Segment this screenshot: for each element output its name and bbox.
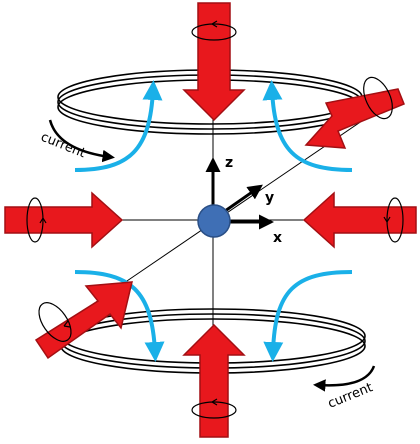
atom-cloud [197, 204, 231, 238]
beam-diagonal-lower [34, 281, 133, 360]
polarization-icon-diag-lower [38, 302, 72, 342]
x-axis-label: x [273, 230, 282, 246]
field-line-top-left [74, 80, 163, 172]
top-current-label: current [39, 130, 88, 161]
polarization-icon-diag-upper [363, 76, 393, 120]
polarization-icon-left [26, 197, 44, 243]
laser-beams [4, 2, 417, 438]
top-current-arrow [48, 119, 115, 163]
field-line-bottom-right [263, 270, 353, 362]
field-lines [74, 80, 353, 362]
beam-bottom [182, 323, 246, 438]
beam-top [182, 2, 246, 122]
bottom-current-arrow [313, 365, 376, 392]
polarization-icon-right [386, 197, 404, 243]
current-arrows [48, 119, 376, 392]
polarization-icon-bottom [191, 401, 237, 419]
field-line-bottom-left [74, 270, 165, 362]
field-line-top-right [262, 80, 353, 172]
beam-right [302, 191, 417, 249]
polarization-markers [26, 20, 404, 419]
y-axis-label: y [265, 190, 274, 206]
polarization-icon-top [191, 23, 237, 41]
z-axis-label: z [225, 155, 233, 171]
beam-left [4, 191, 124, 249]
beam-diagonal-upper [304, 88, 405, 149]
